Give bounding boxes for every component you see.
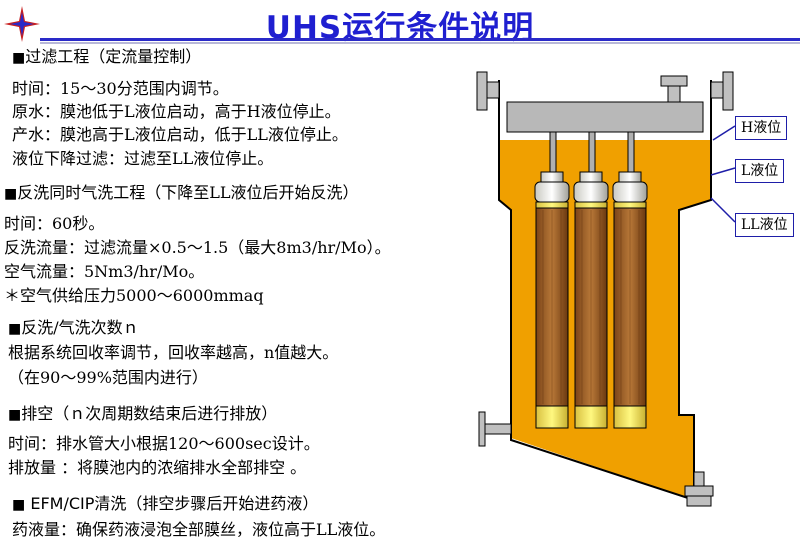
drain-line: 排放量 ：将膜池内的浓缩排水全部排空 。 bbox=[8, 458, 307, 477]
level-label-l: L液位 bbox=[735, 159, 785, 183]
company-logo-icon bbox=[4, 6, 40, 42]
title-divider bbox=[40, 38, 800, 41]
cycles-line: 根据系统回收率调节，回收率越高，n值越大。 bbox=[8, 343, 339, 362]
level-label-ll: LL液位 bbox=[735, 213, 794, 237]
cycles-line: （在90～99%范围内进行） bbox=[8, 368, 208, 387]
filtration-line: 原水：膜池低于L液位启动，高于H液位停止。 bbox=[12, 102, 341, 121]
backwash-line: ＊空气供给压力5000～6000mmaq bbox=[4, 286, 264, 305]
backwash-line: 时间：60秒。 bbox=[4, 214, 105, 233]
cip-line: 药液量：确保药液浸泡全部膜丝，液位高于LL液位。 bbox=[12, 520, 386, 539]
backwash-line: 空气流量：5Nm3/hr/Mo。 bbox=[4, 262, 205, 281]
cycles-heading: ■反洗/气洗次数ｎ bbox=[8, 318, 139, 337]
backwash-heading: ■反洗同时气洗工程（下降至LL液位后开始反洗） bbox=[4, 183, 359, 202]
drain-heading: ■排空（ｎ次周期数结束后进行排放） bbox=[8, 404, 278, 423]
filtration-line: 时间：15～30分范围内调节。 bbox=[12, 79, 229, 98]
cip-heading: ■ EFM/CIP清洗（排空步骤后开始进药液） bbox=[12, 494, 319, 513]
drain-line: 时间：排水管大小根据120～600sec设计。 bbox=[8, 434, 320, 453]
filtration-line: 产水：膜池高于L液位启动，低于LL液位停止。 bbox=[12, 125, 348, 144]
backwash-line: 反洗流量：过滤流量×0.5～1.5（最大8m3/hr/Mo）。 bbox=[4, 238, 391, 257]
collection-header bbox=[506, 101, 704, 133]
tank-wall bbox=[498, 80, 712, 502]
level-label-h: H液位 bbox=[735, 116, 788, 140]
membrane-tank-diagram bbox=[476, 71, 736, 507]
filtration-line: 液位下降过滤：过滤至LL液位停止。 bbox=[12, 149, 274, 168]
title-divider-shadow bbox=[40, 42, 800, 44]
filtration-heading: ■过滤工程（定流量控制） bbox=[12, 47, 202, 66]
